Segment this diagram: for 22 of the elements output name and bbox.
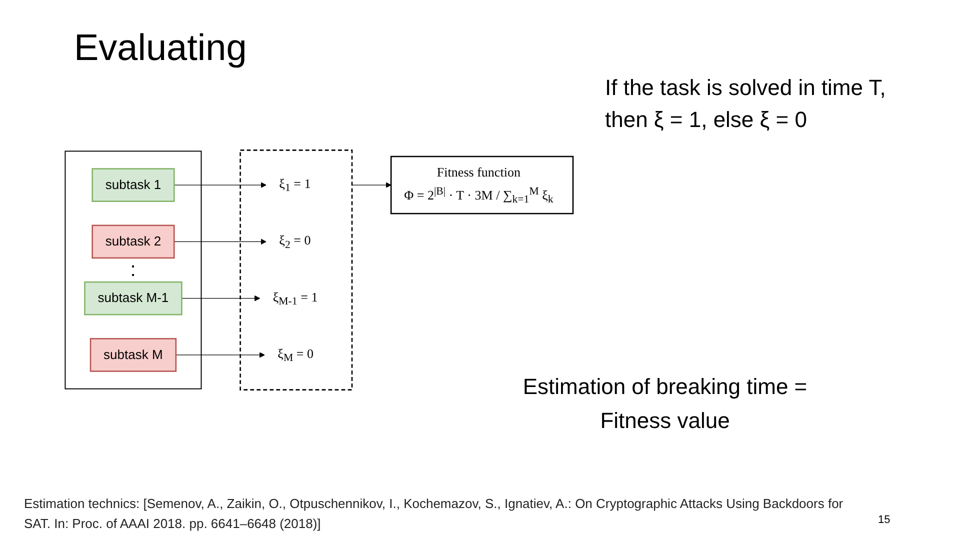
cluster xyxy=(64,150,202,390)
conclusion-text: Estimation of breaking time = Fitness value xyxy=(522,373,808,435)
slide-title: Evaluating xyxy=(74,26,247,70)
node-text: ξ$_{1}$ = 1 xyxy=(279,176,311,194)
arrow xyxy=(176,352,265,358)
arrow xyxy=(174,182,266,188)
cluster xyxy=(240,150,353,390)
reference-footnote: Estimation technics: [Semenov, A., Zaikin, O., Otpuschennikov, I., Kochemazov, S., Ignatiev, A.: On Cryptographic Attacks Using Backdoors for SAT. In: Proc. of AAAI 2018. pp. 6641–6648 (2018)] xyxy=(24,495,844,533)
arrow xyxy=(174,238,266,245)
arrow xyxy=(352,182,392,188)
note-text: If the task is solved in time T, then ξ = 1, else ξ = 0 xyxy=(605,74,887,134)
node-text: ξ$_{2}$ = 0 xyxy=(279,234,311,250)
node-box: subtask M xyxy=(90,338,177,372)
node-box: subtask 1 xyxy=(92,168,175,202)
node-box: subtask 2 xyxy=(92,224,175,259)
node-text: ξ$_{M-1}$ = 1 xyxy=(272,290,318,308)
node-text: ξ$_{M}$ = 0 xyxy=(278,346,314,364)
node-box: subtask M-1 xyxy=(84,281,182,316)
page-number: 15 xyxy=(878,514,890,526)
node-box: Fitness function Φ = 2$^{|B|}$ · T · 3M / ∑$_{k=1}$$^{M}$ ξ$_{k}$ xyxy=(390,156,574,214)
ellipsis-text: : xyxy=(130,258,136,281)
arrow xyxy=(181,295,260,302)
